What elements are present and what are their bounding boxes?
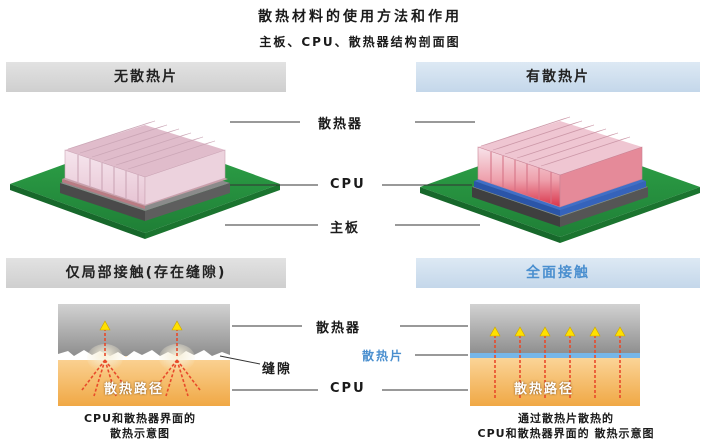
caption-left-line2: 散热示意图 bbox=[110, 427, 170, 440]
label-heatsink-bottom: 散热器 bbox=[316, 321, 362, 336]
page-subtitle: 主板、CPU、散热器结构剖面图 bbox=[259, 35, 461, 49]
label-motherboard: 主板 bbox=[330, 221, 361, 236]
caption-left: CPU和散热器界面的 散热示意图 bbox=[20, 411, 260, 441]
bottom-leader-lines bbox=[219, 325, 468, 391]
label-thermal-pad: 散热片 bbox=[362, 349, 405, 363]
top-cross-section bbox=[10, 116, 700, 243]
header-partial-contact: 仅局部接触(存在缝隙) bbox=[6, 258, 286, 288]
label-heat-path-left: 散热路径 bbox=[104, 382, 165, 397]
right-heatsink bbox=[477, 116, 643, 208]
right-interface-block bbox=[470, 304, 640, 406]
bottom-interface-diagram bbox=[58, 304, 640, 406]
label-heatsink: 散热器 bbox=[318, 117, 364, 132]
header-no-pad: 无散热片 bbox=[6, 62, 286, 92]
caption-right: 通过散热片散热的 CPU和散热器界面的 散热示意图 bbox=[418, 411, 714, 441]
left-heatsink bbox=[64, 120, 226, 206]
caption-left-line1: CPU和散热器界面的 bbox=[83, 412, 197, 425]
header-with-pad-label: 有散热片 bbox=[526, 69, 590, 85]
header-with-pad: 有散热片 bbox=[416, 62, 700, 92]
page-title: 散热材料的使用方法和作用 bbox=[258, 9, 462, 25]
label-heat-path-right: 散热路径 bbox=[514, 382, 575, 397]
header-full-contact: 全面接触 bbox=[416, 258, 700, 288]
header-no-pad-label: 无散热片 bbox=[114, 69, 178, 85]
label-cpu: CPU bbox=[330, 177, 366, 192]
label-cpu-bottom: CPU bbox=[330, 381, 366, 396]
caption-right-line2: CPU和散热器界面的 散热示意图 bbox=[477, 427, 655, 440]
header-partial-contact-label: 仅局部接触(存在缝隙) bbox=[65, 265, 227, 281]
caption-right-line1: 通过散热片散热的 bbox=[518, 412, 614, 425]
label-gap: 缝隙 bbox=[262, 362, 293, 377]
left-interface-block bbox=[58, 304, 230, 406]
top-leader-lines bbox=[225, 121, 480, 226]
header-full-contact-label: 全面接触 bbox=[526, 265, 590, 281]
